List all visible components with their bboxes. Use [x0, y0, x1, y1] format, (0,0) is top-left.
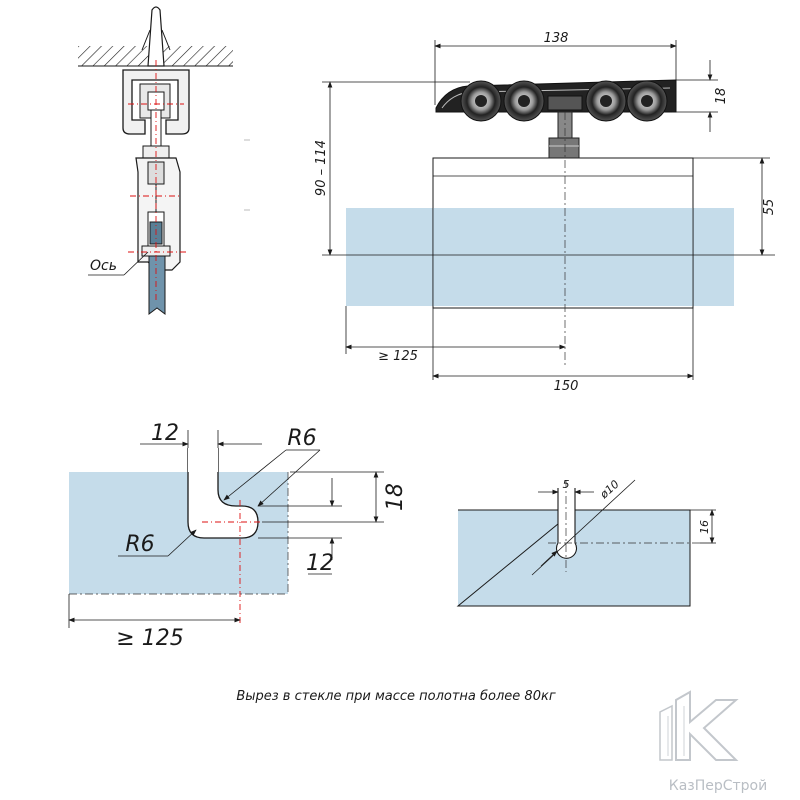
- axis-leader: [123, 251, 149, 276]
- dim-width-top: 138: [544, 31, 569, 46]
- glass-with-slot: [69, 472, 288, 594]
- k-letter-logo-icon: [659, 690, 739, 761]
- r6-bottom-leader: [167, 529, 197, 557]
- small-slot-outline: [555, 488, 578, 559]
- stud-nut: [548, 137, 580, 159]
- dim-depth-small: 16: [698, 520, 711, 534]
- dim-hole-dia: ø10: [597, 478, 622, 502]
- dim-depth-large: 18: [383, 483, 408, 511]
- dim-height-roller: 18: [714, 88, 729, 105]
- cutout-large: 12 R6 R6 18 12 ≥ 125: [68, 421, 408, 651]
- anchor-bolt: [147, 6, 165, 67]
- anchor-wings: [141, 29, 171, 51]
- dim-offset: ≥ 125: [378, 349, 418, 364]
- dia-arrow-a: [540, 550, 558, 567]
- dia-leader: [531, 479, 636, 576]
- r6-top-leader: [223, 449, 287, 501]
- roller-hub: [518, 95, 530, 107]
- glass-small: [458, 510, 690, 606]
- dim-slot-height: 12: [306, 551, 334, 576]
- cutout-small: 5 ø10 16: [456, 478, 716, 607]
- glass-edge: [148, 255, 166, 315]
- roller-hub: [475, 95, 487, 107]
- roller-hub: [600, 95, 612, 107]
- axis-label: Ось: [90, 258, 117, 274]
- radius-top: R6: [287, 426, 316, 451]
- dim-slot-width: 12: [151, 421, 179, 446]
- caption: Вырез в стекле при массе полотна более 8…: [236, 689, 556, 704]
- radius-bottom: R6: [125, 532, 154, 557]
- roller-hub: [641, 95, 653, 107]
- side-view: Ось: [78, 6, 250, 315]
- logo-brand: КазПерСтрой: [669, 778, 767, 794]
- dim-width-panel: 150: [554, 379, 579, 394]
- slot-mouth: [188, 448, 218, 472]
- clamp-glass-zone: [433, 208, 693, 306]
- dim-height-panel: 55: [762, 199, 777, 216]
- carriage-center: [547, 95, 583, 111]
- dim-slot-width-small: 5: [563, 478, 570, 491]
- dim-height-range: 90 – 114: [314, 140, 329, 196]
- dim-offset-large: ≥ 125: [116, 626, 183, 651]
- front-view: 138 18 90 – 114 55 ≥ 125 150: [314, 31, 777, 394]
- r6-top-leader-b: [257, 449, 321, 507]
- glass-small-outline: [456, 509, 691, 607]
- track-profile: [122, 69, 190, 135]
